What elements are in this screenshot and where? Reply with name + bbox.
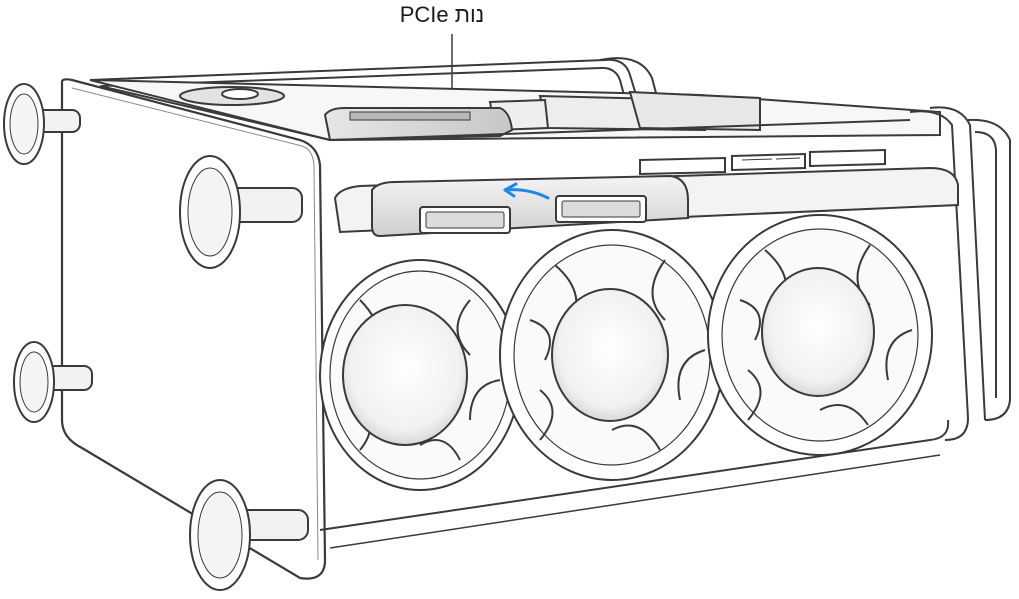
fan-1 (319, 259, 521, 491)
foot-bottom-right (189, 479, 309, 591)
rear-handle (89, 57, 661, 111)
top-frame (89, 79, 941, 142)
callout-label: PCIe נות (399, 2, 485, 27)
right-frame (329, 106, 1011, 441)
pcie-bracket (371, 174, 689, 238)
bottom-rail (319, 419, 950, 531)
pcie-cover (323, 107, 514, 142)
side-plate (60, 78, 327, 580)
direction-arrow (503, 182, 550, 200)
foot-bottom-left (13, 341, 93, 423)
foot-top-right (179, 155, 303, 269)
fan-3 (707, 214, 933, 456)
foot-top-left (3, 83, 81, 165)
fan-2 (499, 229, 725, 481)
